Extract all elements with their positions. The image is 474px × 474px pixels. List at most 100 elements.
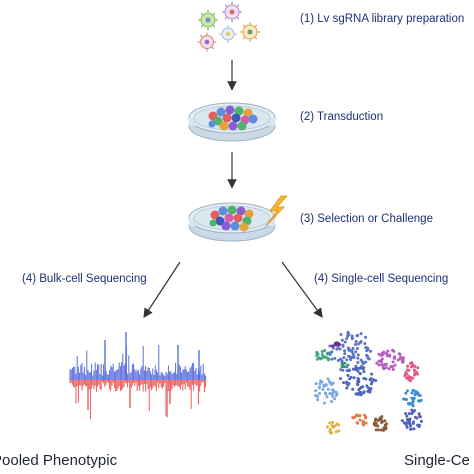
cell-dot [368, 378, 372, 382]
cell-dot [410, 408, 414, 412]
cell-dot [357, 388, 361, 392]
cell-dot [370, 380, 374, 384]
cell-dot [356, 356, 360, 360]
cell-dot [315, 357, 319, 361]
cell-dot [417, 412, 421, 416]
cell-dot [350, 349, 354, 353]
cell-dot [331, 420, 335, 424]
cell-dot [354, 339, 358, 343]
virus-icon [219, 25, 237, 43]
cell-dot [324, 384, 328, 388]
cell-dot [339, 377, 343, 381]
cell-dot [355, 346, 359, 350]
cell-dot [410, 361, 414, 365]
cell-dot [349, 375, 353, 379]
cell-dot [346, 330, 350, 334]
cell-dot [400, 357, 404, 361]
cell-dot [380, 420, 384, 424]
cell-dot [342, 356, 346, 360]
cell-dot [356, 342, 360, 346]
virus-icon [198, 10, 218, 30]
cell-dot [384, 362, 388, 366]
cell-dot [336, 423, 340, 427]
cell-dot [355, 334, 359, 338]
cell-dot [376, 424, 380, 428]
cell-dot [354, 350, 358, 354]
cell-dot [337, 429, 341, 433]
step-1-label: (1) Lv sgRNA library preparation [300, 13, 465, 25]
cell-dot [414, 389, 418, 393]
cell-dot [410, 391, 414, 395]
cell-dot [388, 353, 392, 357]
cell-dot [345, 386, 349, 390]
cell-dot [331, 425, 335, 429]
cell-dot [392, 349, 396, 353]
virus-icon [222, 2, 242, 22]
step-2-label: (2) Transduction [300, 111, 384, 123]
cell-dot [411, 421, 415, 425]
cell-dot [381, 366, 385, 370]
petri-dish-icon [188, 202, 276, 242]
cell-dot [405, 368, 409, 372]
cell-dot [320, 349, 324, 353]
cell-dot [393, 356, 397, 360]
cell-dot [359, 390, 363, 394]
cell-dot [407, 412, 411, 416]
cell-dot [361, 385, 365, 389]
cell-dot [347, 382, 351, 386]
cell-dot [321, 388, 325, 392]
cell-dot [385, 352, 389, 356]
cell-dot [384, 366, 388, 370]
cell-dot [411, 376, 415, 380]
cell-dot [330, 388, 334, 392]
cell-dot [402, 421, 406, 425]
bar-plot-icon [69, 332, 207, 420]
cell-dot [336, 342, 340, 346]
cell-dot [345, 337, 349, 341]
cell-dot [353, 343, 357, 347]
cell-dot [407, 374, 411, 378]
cell-dot [349, 358, 353, 362]
cell-dot [350, 334, 354, 338]
cell-dot [407, 378, 411, 382]
cell-dot [364, 415, 368, 419]
cell-dot [366, 348, 370, 352]
cell-dot [356, 421, 360, 425]
cell-dot [339, 368, 343, 372]
cell-dot [356, 382, 360, 386]
cell-dot [359, 332, 363, 336]
cell-dot [365, 353, 369, 357]
cell-dot [416, 366, 420, 370]
cell-dot [413, 415, 417, 419]
cell-dot [362, 376, 366, 380]
arrow-right-branch [281, 261, 323, 318]
cell-dot [385, 422, 389, 426]
cell-dot [387, 367, 391, 371]
step-4-bulk-label: (4) Bulk-cell Sequencing [22, 273, 147, 285]
cell-dot [346, 334, 350, 338]
cell-dot [338, 347, 342, 351]
cell-dot [359, 358, 363, 362]
cell-dot [314, 389, 318, 393]
cell-dot [347, 369, 351, 373]
cell-dot [345, 380, 349, 384]
cell-dot [405, 389, 409, 393]
cell-dot [367, 357, 371, 361]
cell-dot [343, 361, 347, 365]
cell-dot [369, 349, 373, 353]
cell-dot [386, 349, 390, 353]
cell-dot [351, 352, 355, 356]
cell-dot [356, 379, 360, 383]
cell-dot [404, 412, 408, 416]
cell-dot [416, 372, 420, 376]
cell-dot [379, 428, 383, 432]
cell-dot [411, 398, 415, 402]
virus-cluster-icon [197, 2, 260, 52]
cell-dot [396, 358, 400, 362]
cell-dot [330, 383, 334, 387]
cell-dot [390, 365, 394, 369]
cell-dot [333, 356, 337, 360]
cell-dot [340, 338, 344, 342]
cell-colonies [209, 205, 254, 232]
cell-dot [342, 381, 346, 385]
